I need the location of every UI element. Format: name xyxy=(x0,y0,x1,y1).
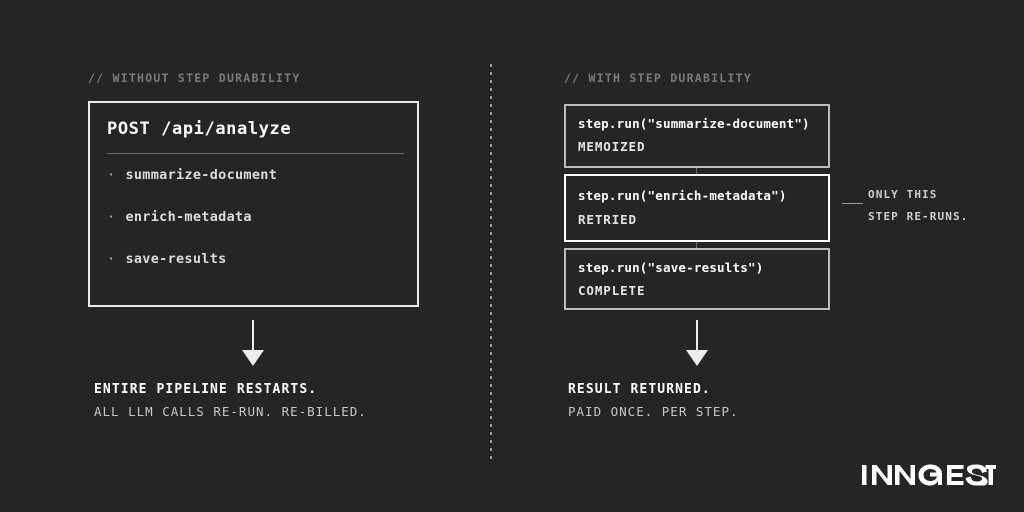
inngest-logo xyxy=(862,462,996,488)
list-item-label: enrich-metadata xyxy=(125,209,252,225)
list-item-label: save-results xyxy=(125,251,227,267)
list-item-label: summarize-document xyxy=(125,167,278,183)
bullet-icon: · xyxy=(107,167,116,183)
left-section-comment: // WITHOUT STEP DURABILITY xyxy=(88,71,301,85)
step-call-label: step.run("save-results") xyxy=(578,260,764,275)
right-section-comment: // WITH STEP DURABILITY xyxy=(564,71,752,85)
step-call-label: step.run("enrich-metadata") xyxy=(578,188,787,203)
down-arrow-icon xyxy=(242,320,264,366)
annotation-leader-line xyxy=(842,203,863,204)
bullet-icon: · xyxy=(107,251,116,267)
list-item: · summarize-document xyxy=(107,167,277,183)
status-badge: COMPLETE xyxy=(578,283,646,298)
right-outcome-secondary: PAID ONCE. PER STEP. xyxy=(568,404,739,419)
arrow-shaft xyxy=(696,320,698,352)
step-connector xyxy=(696,168,697,174)
monolith-request-card: POST /api/analyze · summarize-document · e… xyxy=(88,101,419,307)
step-connector xyxy=(696,242,697,248)
right-outcome-primary: RESULT RETURNED. xyxy=(568,382,711,397)
arrow-head xyxy=(686,350,708,366)
step-box-enrich-metadata: step.run("enrich-metadata") RETRIED xyxy=(564,174,830,242)
status-badge: MEMOIZED xyxy=(578,139,646,154)
annotation-line-2: STEP RE-RUNS. xyxy=(868,210,969,223)
arrow-shaft xyxy=(252,320,254,352)
list-item: · enrich-metadata xyxy=(107,209,252,225)
down-arrow-icon xyxy=(686,320,708,366)
step-box-save-results: step.run("save-results") COMPLETE xyxy=(564,248,830,310)
list-item: · save-results xyxy=(107,251,227,267)
left-outcome-secondary: ALL LLM CALLS RE-RUN. RE-BILLED. xyxy=(94,404,367,419)
bullet-icon: · xyxy=(107,209,116,225)
annotation-line-1: ONLY THIS xyxy=(868,188,938,201)
step-call-label: step.run("summarize-document") xyxy=(578,116,810,131)
step-box-summarize-document: step.run("summarize-document") MEMOIZED xyxy=(564,104,830,168)
card-divider-rule xyxy=(107,153,404,154)
left-outcome-primary: ENTIRE PIPELINE RESTARTS. xyxy=(94,382,318,397)
arrow-head xyxy=(242,350,264,366)
vertical-dotted-divider xyxy=(490,64,492,462)
monolith-endpoint-title: POST /api/analyze xyxy=(107,119,292,139)
status-badge: RETRIED xyxy=(578,212,637,227)
